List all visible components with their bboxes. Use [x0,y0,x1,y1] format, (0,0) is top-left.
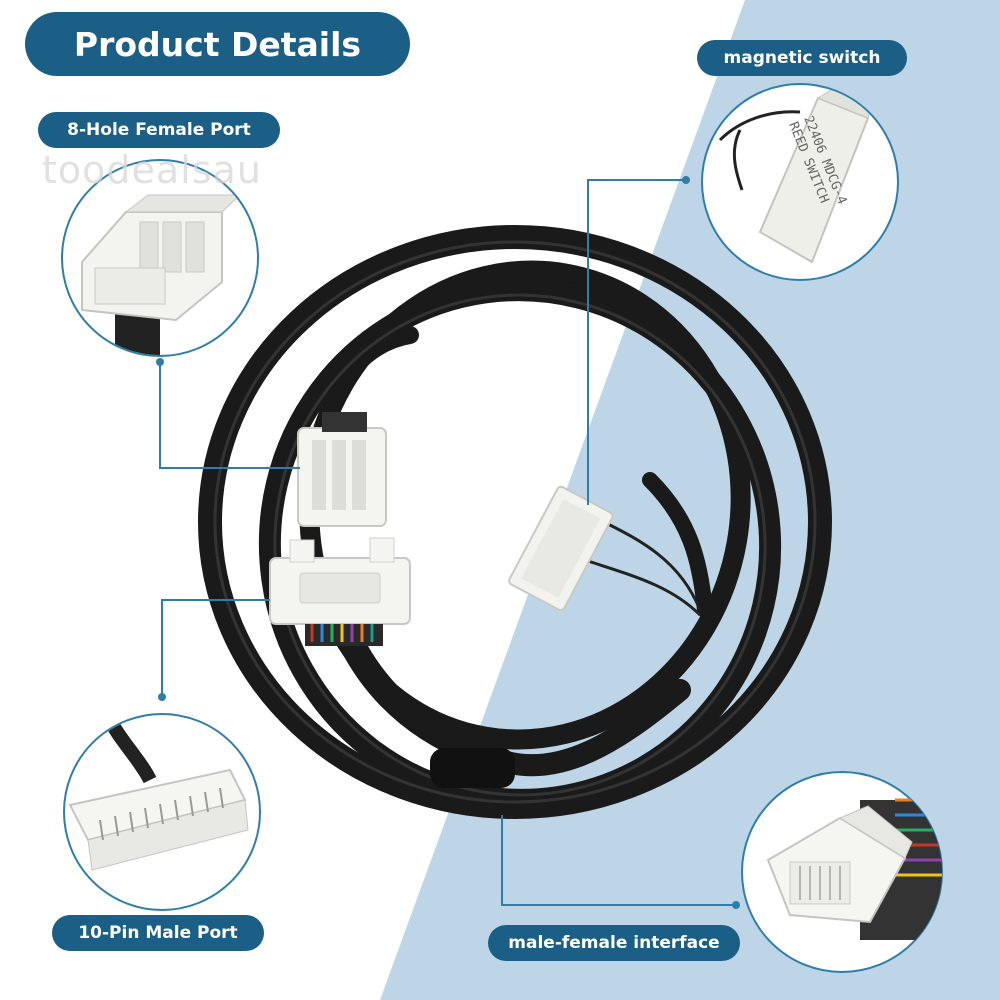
interface-detail [741,771,943,973]
leader-dots [156,176,740,909]
magnetic-switch-detail: 22406 MDCG-4 REED SWITCH [701,83,899,281]
leader-lines [159,179,736,906]
switch-lead-wires [584,518,702,617]
8-hole-female-connector-icon [81,194,242,355]
label-interface: male-female interface [488,925,740,961]
watermark: toodealsau [42,148,262,192]
male-port-detail [63,713,261,911]
label-magnetic-switch: magnetic switch [697,40,907,76]
reed-switch-icon: 22406 MDCG-4 REED SWITCH [718,85,873,264]
male-female-interface-icon [766,798,942,940]
label-female-port: 8-Hole Female Port [38,112,280,148]
female-port-detail [61,159,259,357]
female-connector [297,412,387,527]
page-title: Product Details [25,12,410,76]
male-connector [269,537,411,646]
cable-junction [430,748,515,788]
label-male-port: 10-Pin Male Port [52,915,264,951]
reed-switch [508,485,614,612]
